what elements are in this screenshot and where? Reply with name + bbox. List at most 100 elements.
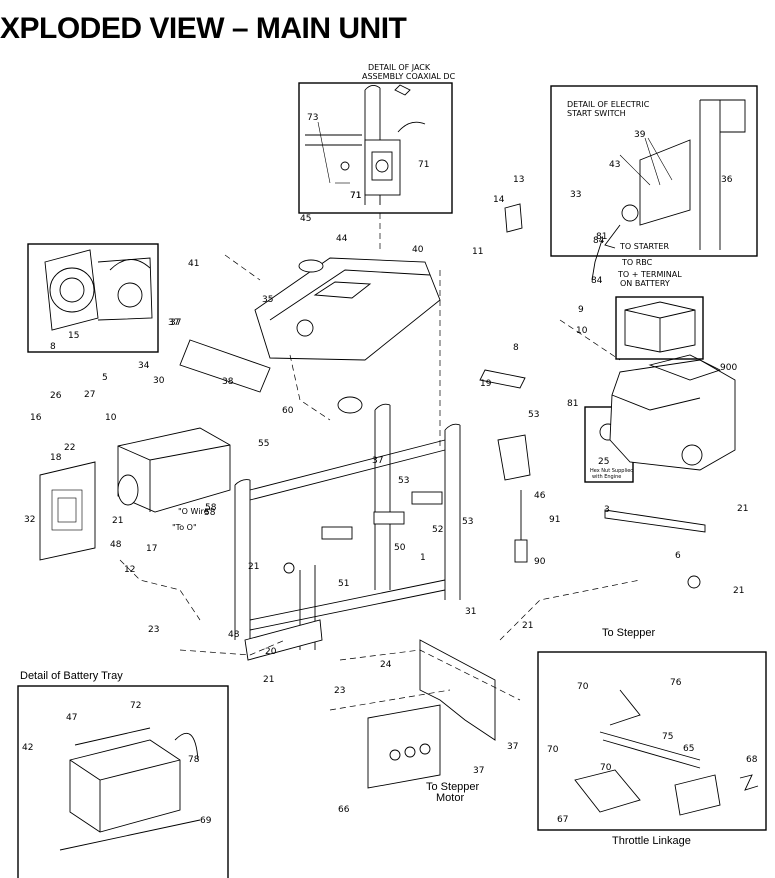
part-number: 51 bbox=[338, 579, 349, 589]
part-number: 24 bbox=[380, 660, 392, 670]
engine bbox=[609, 354, 736, 471]
part-number: 71 bbox=[350, 191, 361, 201]
engine-inset bbox=[27, 243, 159, 353]
part-number: 53 bbox=[398, 476, 409, 486]
part-number: 44 bbox=[336, 234, 348, 244]
part-number: 45 bbox=[300, 214, 311, 224]
to-terminal-label-2: ON BATTERY bbox=[620, 279, 670, 288]
part-number: 76 bbox=[670, 678, 682, 688]
misc-parts bbox=[179, 203, 706, 661]
part-number: 32 bbox=[24, 515, 35, 525]
part-number: 31 bbox=[465, 607, 476, 617]
elec-start-label-2: START SWITCH bbox=[567, 109, 626, 118]
part-number: 23 bbox=[334, 686, 345, 696]
part-number: 21 bbox=[522, 621, 533, 631]
part-number: 48 bbox=[228, 630, 240, 640]
to-rbc-label: TO RBC bbox=[621, 258, 653, 267]
part-number: 33 bbox=[570, 190, 581, 200]
part-number: 18 bbox=[50, 453, 62, 463]
control-panel bbox=[367, 704, 441, 789]
to-stepper-label: To Stepper bbox=[602, 627, 656, 639]
part-number: 50 bbox=[394, 543, 406, 553]
part-number: 37 bbox=[168, 318, 179, 328]
throttle-linkage-inset: To Stepper Throttle Linkage bbox=[537, 627, 767, 847]
part-number: 81 bbox=[596, 232, 607, 242]
part-number: 69 bbox=[200, 816, 212, 826]
part-number: 1 bbox=[420, 553, 426, 563]
part-number: 73 bbox=[307, 113, 318, 123]
repeated-part-numbers: 10 8 81 71 84 21 21 21 21 21 23 37 37 37… bbox=[110, 191, 744, 776]
part-number: 66 bbox=[338, 805, 350, 815]
part-number: 55 bbox=[258, 439, 269, 449]
leader-lines bbox=[119, 213, 641, 711]
part-number: 16 bbox=[30, 413, 42, 423]
to-o-label: "To O" bbox=[172, 523, 197, 532]
electric-start-inset: DETAIL OF ELECTRIC START SWITCH bbox=[550, 85, 758, 281]
hex-nut-label-1: Hex Nut Supplied bbox=[590, 468, 633, 474]
engine-detail-inset bbox=[615, 296, 704, 360]
to-stepper-motor-label-2: Motor bbox=[436, 792, 464, 804]
part-number: 48 bbox=[110, 540, 122, 550]
part-number: 21 bbox=[737, 504, 748, 514]
part-number: 6 bbox=[675, 551, 681, 561]
part-number: 35 bbox=[262, 295, 273, 305]
part-number: 21 bbox=[248, 562, 259, 572]
part-number: 9 bbox=[578, 305, 584, 315]
part-number: 5 bbox=[102, 373, 108, 383]
part-number: 65 bbox=[683, 744, 694, 754]
part-number: 70 bbox=[600, 763, 612, 773]
part-number: 25 bbox=[598, 457, 609, 467]
jack-detail-inset: DETAIL OF JACK ASSEMBLY COAXIAL DC bbox=[298, 63, 456, 214]
part-number: 13 bbox=[513, 175, 524, 185]
part-number: 34 bbox=[138, 361, 150, 371]
to-starter-label: TO STARTER bbox=[619, 242, 669, 251]
part-number: 60 bbox=[282, 406, 294, 416]
part-number: 17 bbox=[146, 544, 157, 554]
to-terminal-label-1: TO + TERMINAL bbox=[617, 270, 682, 279]
alternator bbox=[117, 427, 231, 513]
part-number: 10 bbox=[576, 326, 588, 336]
frame bbox=[234, 403, 461, 650]
part-number: 10 bbox=[105, 413, 117, 423]
part-number: 47 bbox=[66, 713, 77, 723]
part-number: 67 bbox=[557, 815, 568, 825]
part-number: 71 bbox=[350, 191, 361, 201]
part-number: 52 bbox=[432, 525, 443, 535]
part-number: 20 bbox=[265, 647, 277, 657]
part-number: 11 bbox=[472, 247, 483, 257]
part-number: 72 bbox=[130, 701, 141, 711]
elec-start-label-1: DETAIL OF ELECTRIC bbox=[567, 100, 650, 109]
part-number: 21 bbox=[112, 516, 123, 526]
part-number: 15 bbox=[68, 331, 79, 341]
o-wire-label: "O Wire" bbox=[178, 507, 212, 516]
part-number: 37 bbox=[473, 766, 484, 776]
part-number: 38 bbox=[222, 377, 234, 387]
fuel-tank bbox=[254, 257, 441, 361]
part-number: 68 bbox=[746, 755, 758, 765]
part-number: 37 bbox=[507, 742, 518, 752]
to-stepper-motor-label-1: To Stepper bbox=[426, 781, 480, 793]
end-cover bbox=[39, 461, 96, 561]
part-number: 84 bbox=[593, 236, 605, 246]
part-number: 75 bbox=[662, 732, 673, 742]
part-number: 37 bbox=[170, 318, 181, 328]
part-number: 27 bbox=[84, 390, 95, 400]
part-number: 39 bbox=[634, 130, 646, 140]
part-number: 84 bbox=[591, 276, 603, 286]
page-title: XPLODED VIEW – MAIN UNIT bbox=[0, 12, 407, 45]
part-number: 70 bbox=[547, 745, 559, 755]
part-number: 58 bbox=[205, 503, 217, 513]
part-number: 46 bbox=[534, 491, 546, 501]
part-number: 12 bbox=[124, 565, 135, 575]
part-number: 37 bbox=[372, 456, 383, 466]
part-number: 30 bbox=[153, 376, 165, 386]
part-number: 71 bbox=[418, 160, 429, 170]
part-number: 81 bbox=[567, 399, 578, 409]
part-number: 8 bbox=[513, 343, 519, 353]
part-number: 90 bbox=[534, 557, 546, 567]
part-number: 40 bbox=[412, 245, 424, 255]
part-number: 22 bbox=[64, 443, 75, 453]
part-number: 91 bbox=[549, 515, 560, 525]
part-number: 19 bbox=[480, 379, 492, 389]
part-number: 42 bbox=[22, 743, 33, 753]
